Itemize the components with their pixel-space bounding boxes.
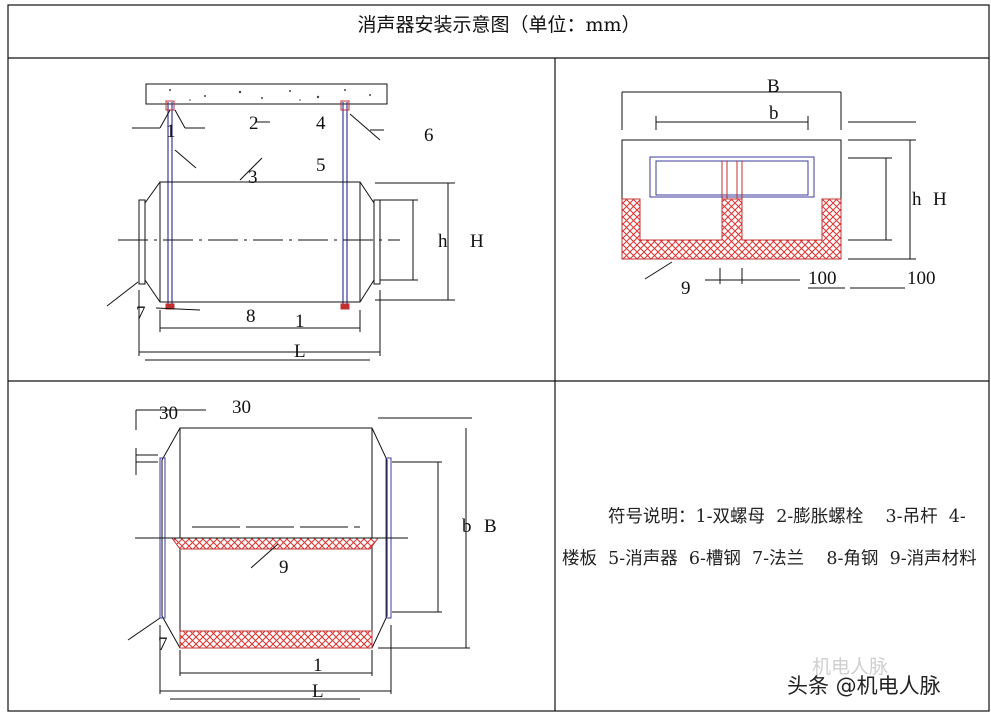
label-angle-steel: 8 xyxy=(246,306,256,327)
label-plan-dim-L: L xyxy=(312,681,324,702)
legend-item: 9-消声材料 xyxy=(889,549,977,569)
label-expansion-bolt: 2 xyxy=(249,113,259,134)
legend-item: 8-角钢 xyxy=(826,549,879,569)
legend-item: 1-双螺母 xyxy=(695,507,766,527)
label-height-H: H xyxy=(933,189,947,210)
diagram-title: 消声器安装示意图（单位：mm） xyxy=(357,14,641,36)
label-plan-b: b xyxy=(462,516,472,537)
symbol-legend: 符号说明：1-双螺母 2-膨胀螺栓 3-吊杆 4-楼板 5-消声器 6-槽钢 7… xyxy=(562,496,982,580)
label-dim-L: L xyxy=(294,341,306,362)
legend-item: 2-膨胀螺栓 xyxy=(776,507,864,527)
legend-item: 4-楼板 xyxy=(562,507,966,569)
label-width-b: b xyxy=(769,103,779,124)
label-dim-H: H xyxy=(470,231,484,252)
watermark: 头条 @机电人脉 xyxy=(787,674,941,698)
label-dim-30-b: 30 xyxy=(232,397,251,418)
label-dim-100-b: 100 xyxy=(907,268,936,289)
panel-c-plan-view xyxy=(127,409,472,700)
label-plan-B: B xyxy=(484,516,497,537)
label-dim-100-a: 100 xyxy=(808,268,837,289)
label-silencer: 5 xyxy=(316,155,326,176)
label-floor-slab: 4 xyxy=(316,113,326,134)
label-double-nut: 1 xyxy=(166,121,176,142)
table-frame xyxy=(7,4,990,712)
panel-a-side-view xyxy=(106,83,455,361)
label-channel-steel: 6 xyxy=(424,125,434,146)
legend-intro: 符号说明： xyxy=(608,507,696,527)
faint-watermark: 机电人脉 xyxy=(812,656,889,678)
label-plan-flange: 7 xyxy=(158,634,168,655)
label-flange: 7 xyxy=(136,303,146,324)
legend-item: 5-消声器 xyxy=(608,549,678,569)
panel-b-cross-section xyxy=(621,91,916,289)
label-hanger-rod: 3 xyxy=(248,167,258,188)
floor-slab xyxy=(145,83,388,105)
label-height-h: h xyxy=(912,189,922,210)
label-dim-1: 1 xyxy=(295,311,305,332)
legend-item: 3-吊杆 xyxy=(885,507,938,527)
legend-item: 6-槽钢 xyxy=(688,549,741,569)
label-plan-absorbing: 9 xyxy=(279,557,289,578)
legend-item: 7-法兰 xyxy=(752,549,805,569)
label-plan-dim-1: 1 xyxy=(313,655,323,676)
label-width-B: B xyxy=(767,76,780,97)
label-dim-h: h xyxy=(438,231,448,252)
label-absorbing-material: 9 xyxy=(681,278,691,299)
label-dim-30-a: 30 xyxy=(159,403,178,424)
